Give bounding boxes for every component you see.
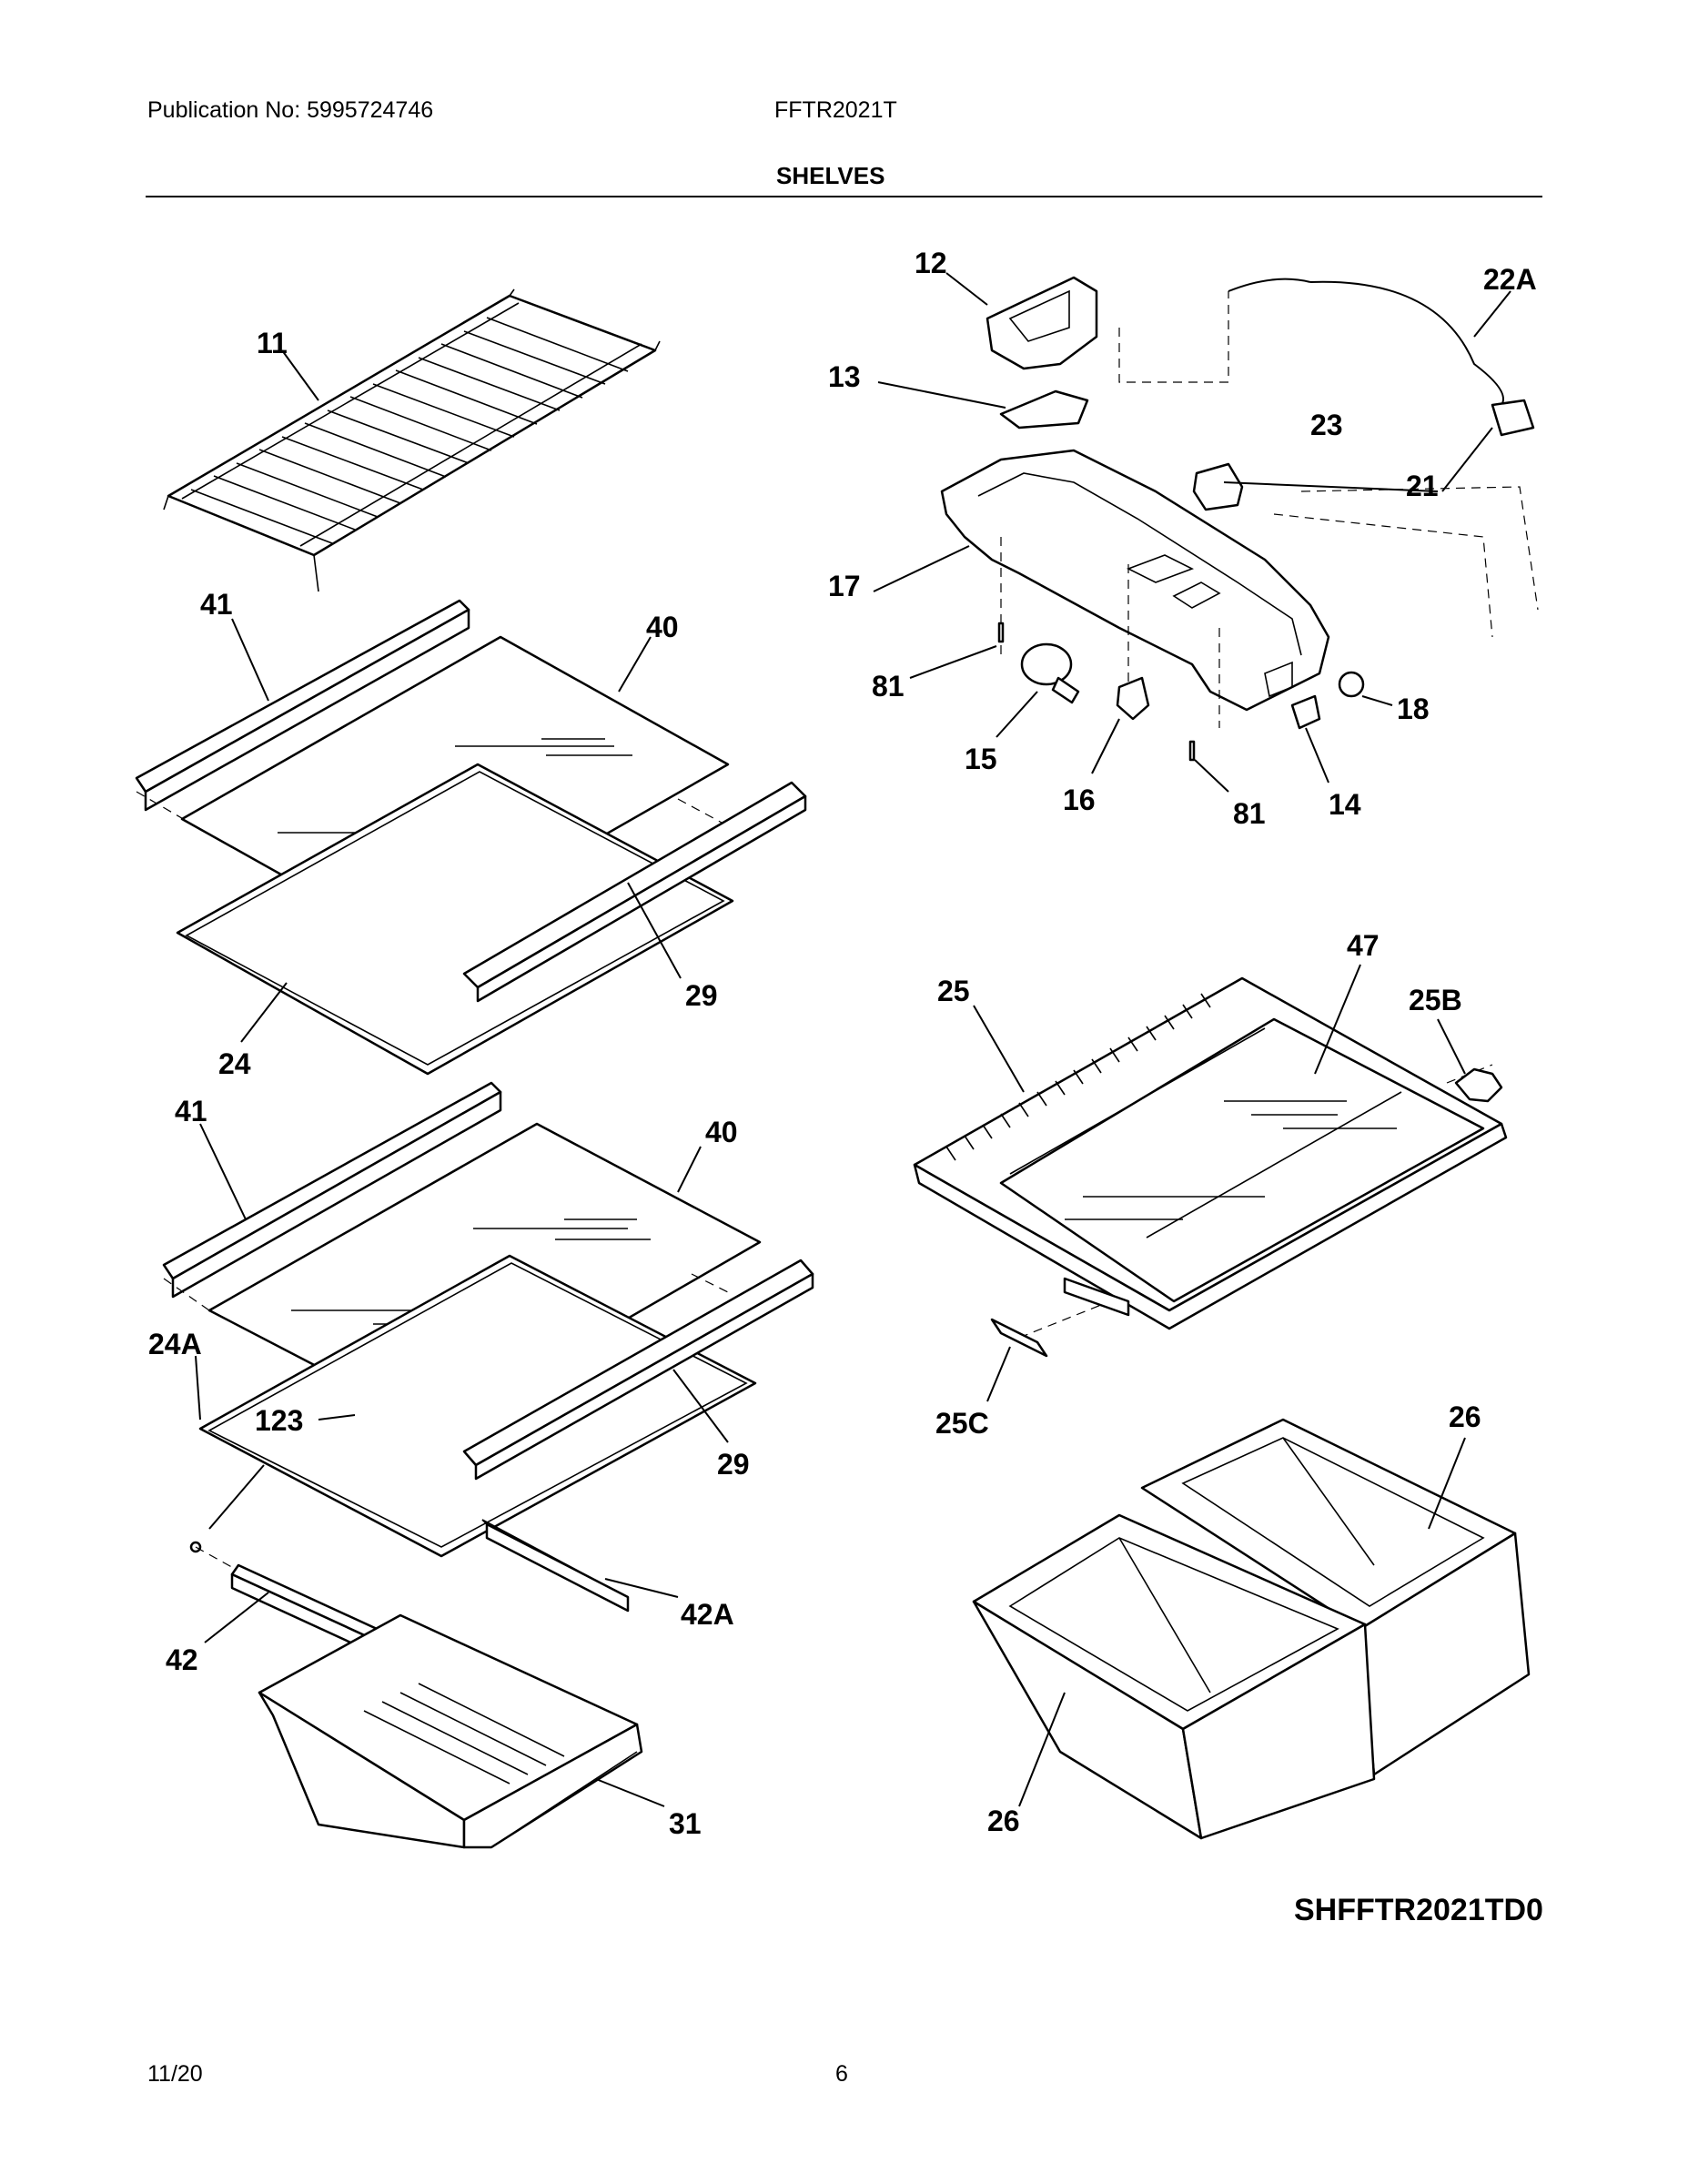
shelf-rail-41-lower — [162, 1081, 502, 1299]
slide-42a — [485, 1522, 630, 1613]
callout-18: 18 — [1397, 693, 1430, 725]
callout-47: 47 — [1347, 929, 1380, 962]
callout-labels: 11 41 40 29 24 41 40 24A 123 29 42A 42 3… — [148, 247, 1543, 1927]
callout-81-right: 81 — [1233, 797, 1266, 830]
page-number: 6 — [835, 2061, 848, 2087]
callout-21: 21 — [1406, 470, 1439, 502]
diffuser-13 — [999, 389, 1089, 430]
light-housing-17 — [940, 449, 1330, 712]
publication-number: Publication No: 5995724746 — [147, 97, 434, 123]
callout-25: 25 — [937, 975, 970, 1007]
callout-25b: 25B — [1409, 984, 1462, 1016]
callout-31: 31 — [669, 1807, 702, 1840]
callout-24a: 24A — [148, 1328, 202, 1360]
callout-24: 24 — [218, 1047, 251, 1080]
revision-date: 11/20 — [147, 2061, 203, 2087]
knob-18 — [1338, 671, 1365, 698]
control-cover-12 — [986, 276, 1098, 370]
callout-22a: 22A — [1483, 263, 1537, 296]
wire-shelf-11 — [163, 288, 661, 592]
callout-17: 17 — [828, 570, 861, 602]
shelf-frame-24 — [176, 763, 734, 1076]
callout-41-upper: 41 — [200, 588, 233, 621]
crisper-pan-31 — [258, 1613, 643, 1849]
callout-11: 11 — [257, 327, 288, 359]
shelf-rail-29-lower — [462, 1259, 814, 1481]
callout-15: 15 — [965, 743, 997, 775]
callout-42: 42 — [166, 1643, 198, 1676]
assembly-guide-lines — [136, 291, 1539, 1571]
callout-16: 16 — [1063, 784, 1096, 816]
switch-14 — [1290, 694, 1321, 730]
screws-81 — [997, 622, 1196, 762]
light-socket-16 — [1116, 676, 1150, 721]
callout-42a: 42A — [681, 1598, 734, 1631]
section-title: SHELVES — [776, 162, 885, 189]
diagram-code: SHFFTR2021TD0 — [1294, 1893, 1543, 1927]
shelf-rail-41-upper — [135, 599, 470, 812]
header-rule — [146, 196, 1542, 197]
callout-26-right: 26 — [1449, 1400, 1481, 1433]
callout-81-left: 81 — [872, 670, 905, 703]
model-number: FFTR2021T — [774, 97, 897, 123]
callout-41-lower: 41 — [175, 1095, 207, 1127]
callout-40-lower: 40 — [705, 1116, 738, 1148]
callout-12: 12 — [915, 247, 947, 279]
crisper-pan-26-left — [972, 1513, 1376, 1840]
shelf-rail-29-upper — [462, 781, 807, 1003]
callout-23: 23 — [1310, 409, 1343, 441]
callout-40-upper: 40 — [646, 611, 679, 643]
callout-14: 14 — [1329, 788, 1361, 821]
harness-22a — [1228, 278, 1535, 437]
callout-29-lower: 29 — [717, 1448, 750, 1481]
callout-123: 123 — [255, 1404, 303, 1437]
crisper-cover-25 — [913, 976, 1508, 1330]
callout-25c: 25C — [935, 1407, 989, 1440]
control-knob-25b — [1454, 1067, 1503, 1103]
control-slide-25c — [990, 1318, 1048, 1358]
leader-lines — [195, 272, 1511, 1807]
callout-29-upper: 29 — [685, 979, 718, 1012]
light-bulb-15 — [1020, 642, 1080, 704]
callout-13: 13 — [828, 360, 861, 393]
callout-26-left: 26 — [987, 1805, 1020, 1837]
switch-23 — [1192, 462, 1244, 511]
